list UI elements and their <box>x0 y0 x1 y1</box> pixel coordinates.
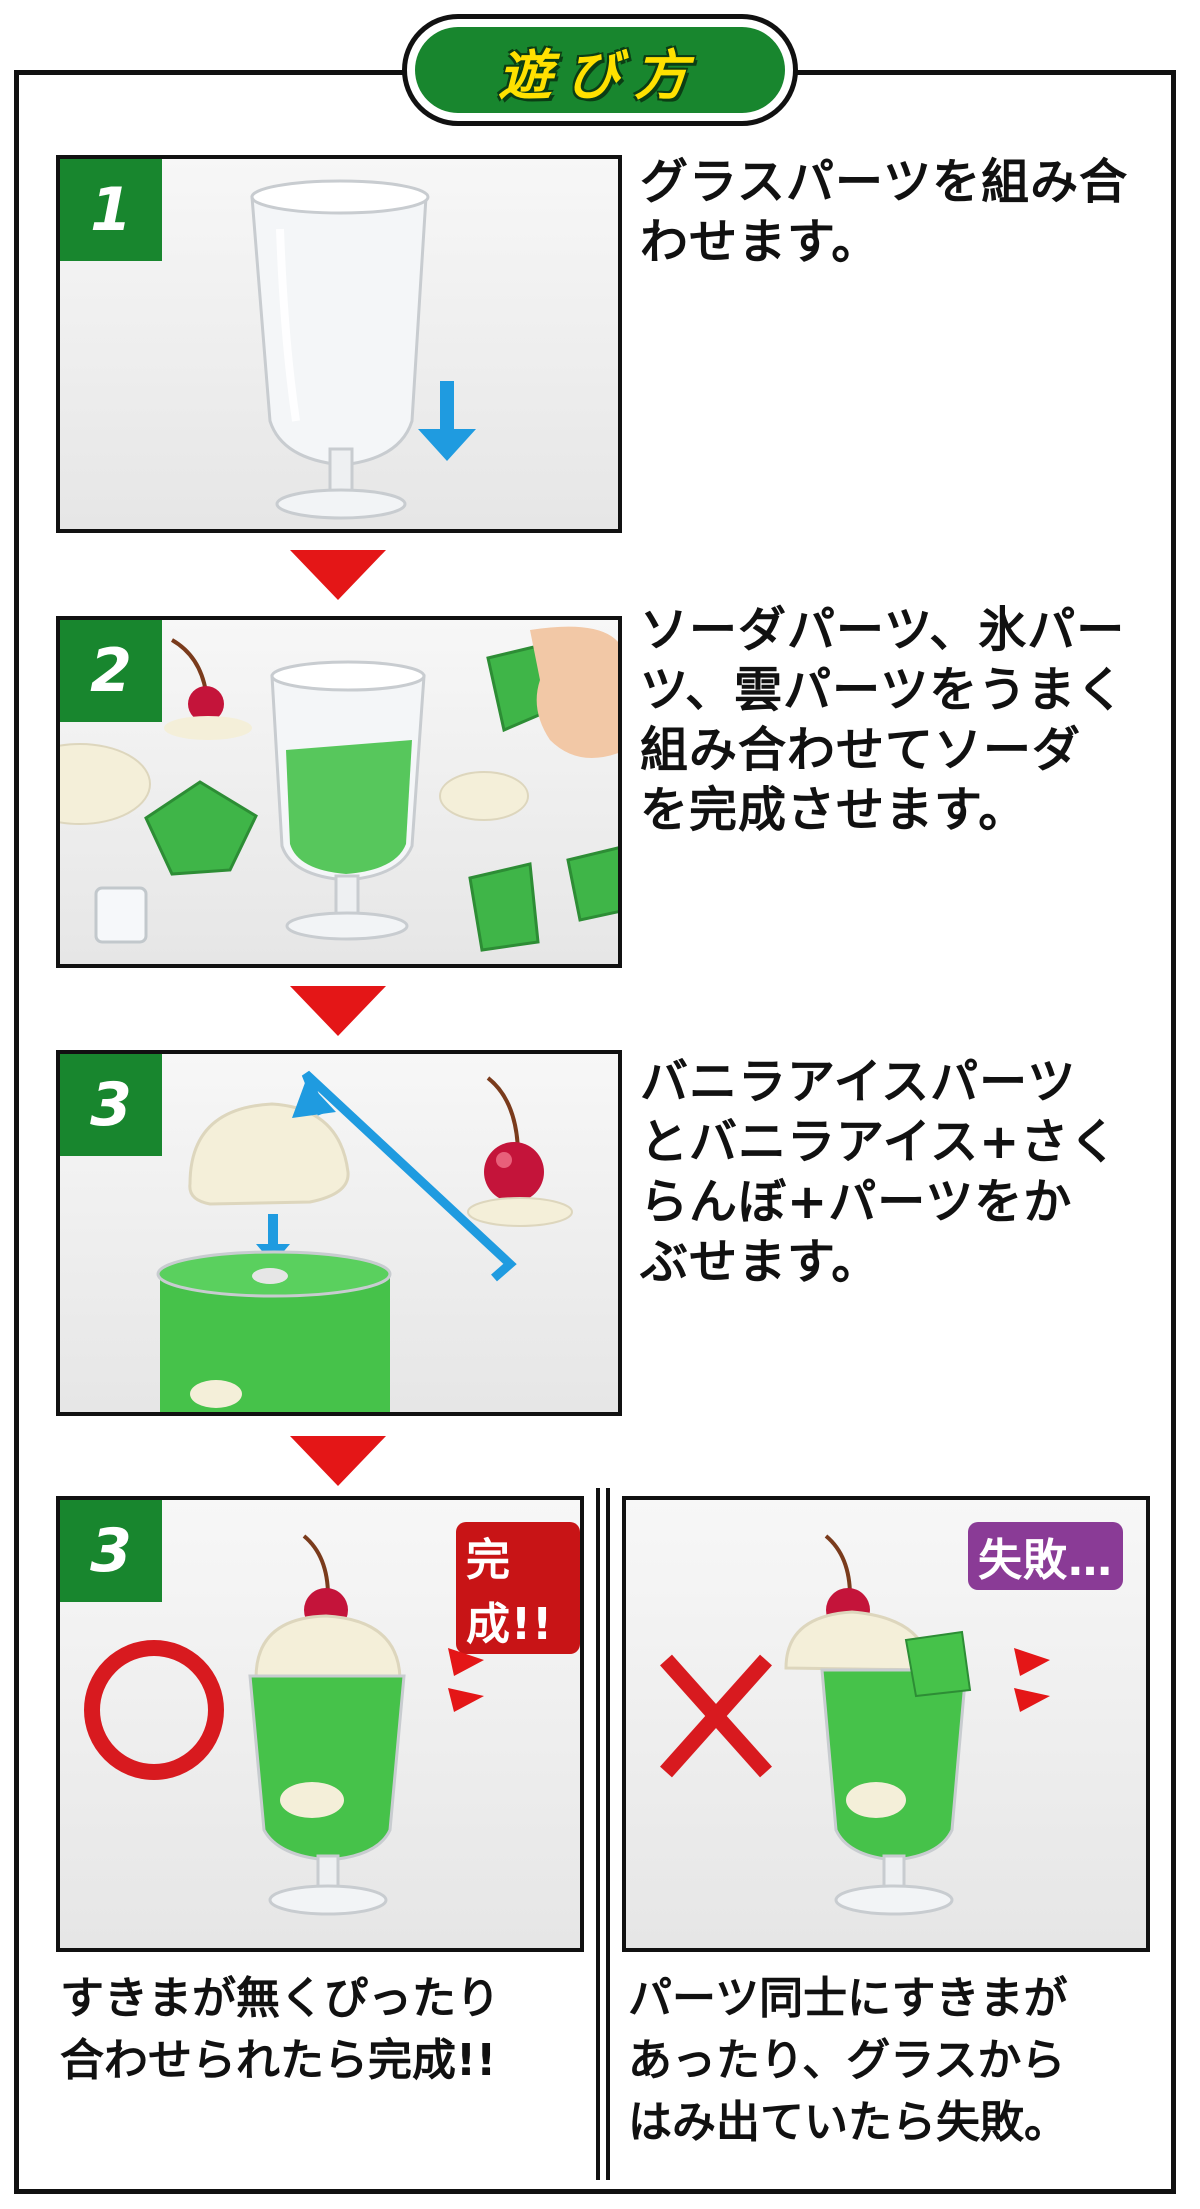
success-panel: 3 完成!! <box>56 1496 584 1952</box>
step-3-number-badge: 3 <box>60 1054 162 1156</box>
step-arrow-3-icon <box>290 1436 386 1486</box>
failure-panel: 失敗… <box>622 1496 1150 1952</box>
step-3-panel: 3 <box>56 1050 622 1416</box>
failure-caption: パーツ同士にすきまが あったり、グラスから はみ出ていたら失敗。 <box>628 1973 1068 2148</box>
step-1-panel: 1 <box>56 155 622 533</box>
success-illustration <box>84 1534 484 1916</box>
step-3-text: バニラアイスパーツ とバニラアイス+さく らんぼ+パーツをか ぶせます。 <box>640 1054 1119 1290</box>
page-title: 遊び方 <box>498 43 702 107</box>
step-2-panel: 2 <box>56 616 622 968</box>
step-2-number-badge: 2 <box>60 620 162 722</box>
glass-parts-illustration <box>250 179 476 520</box>
failure-tag: 失敗… <box>968 1522 1123 1590</box>
soda-parts-illustration <box>60 626 618 952</box>
result-divider <box>596 1488 610 2180</box>
step-1-text: グラスパーツを組み合 わせます。 <box>640 154 1129 270</box>
success-caption: すきまが無くぴったり 合わせられたら完成!! <box>60 1973 500 2086</box>
vanilla-parts-illustration <box>156 1070 573 1412</box>
step-2-text: ソーダパーツ、氷パー ツ、雲パーツをうまく 組み合わせてソーダ を完成させます。 <box>640 602 1126 838</box>
title-pill: 遊び方 <box>402 14 798 126</box>
result-number-badge: 3 <box>60 1500 162 1602</box>
step-1-number-badge: 1 <box>60 159 162 261</box>
step-arrow-1-icon <box>290 550 386 600</box>
success-tag: 完成!! <box>456 1522 580 1654</box>
step-arrow-2-icon <box>290 986 386 1036</box>
failure-illustration <box>660 1534 1050 1916</box>
